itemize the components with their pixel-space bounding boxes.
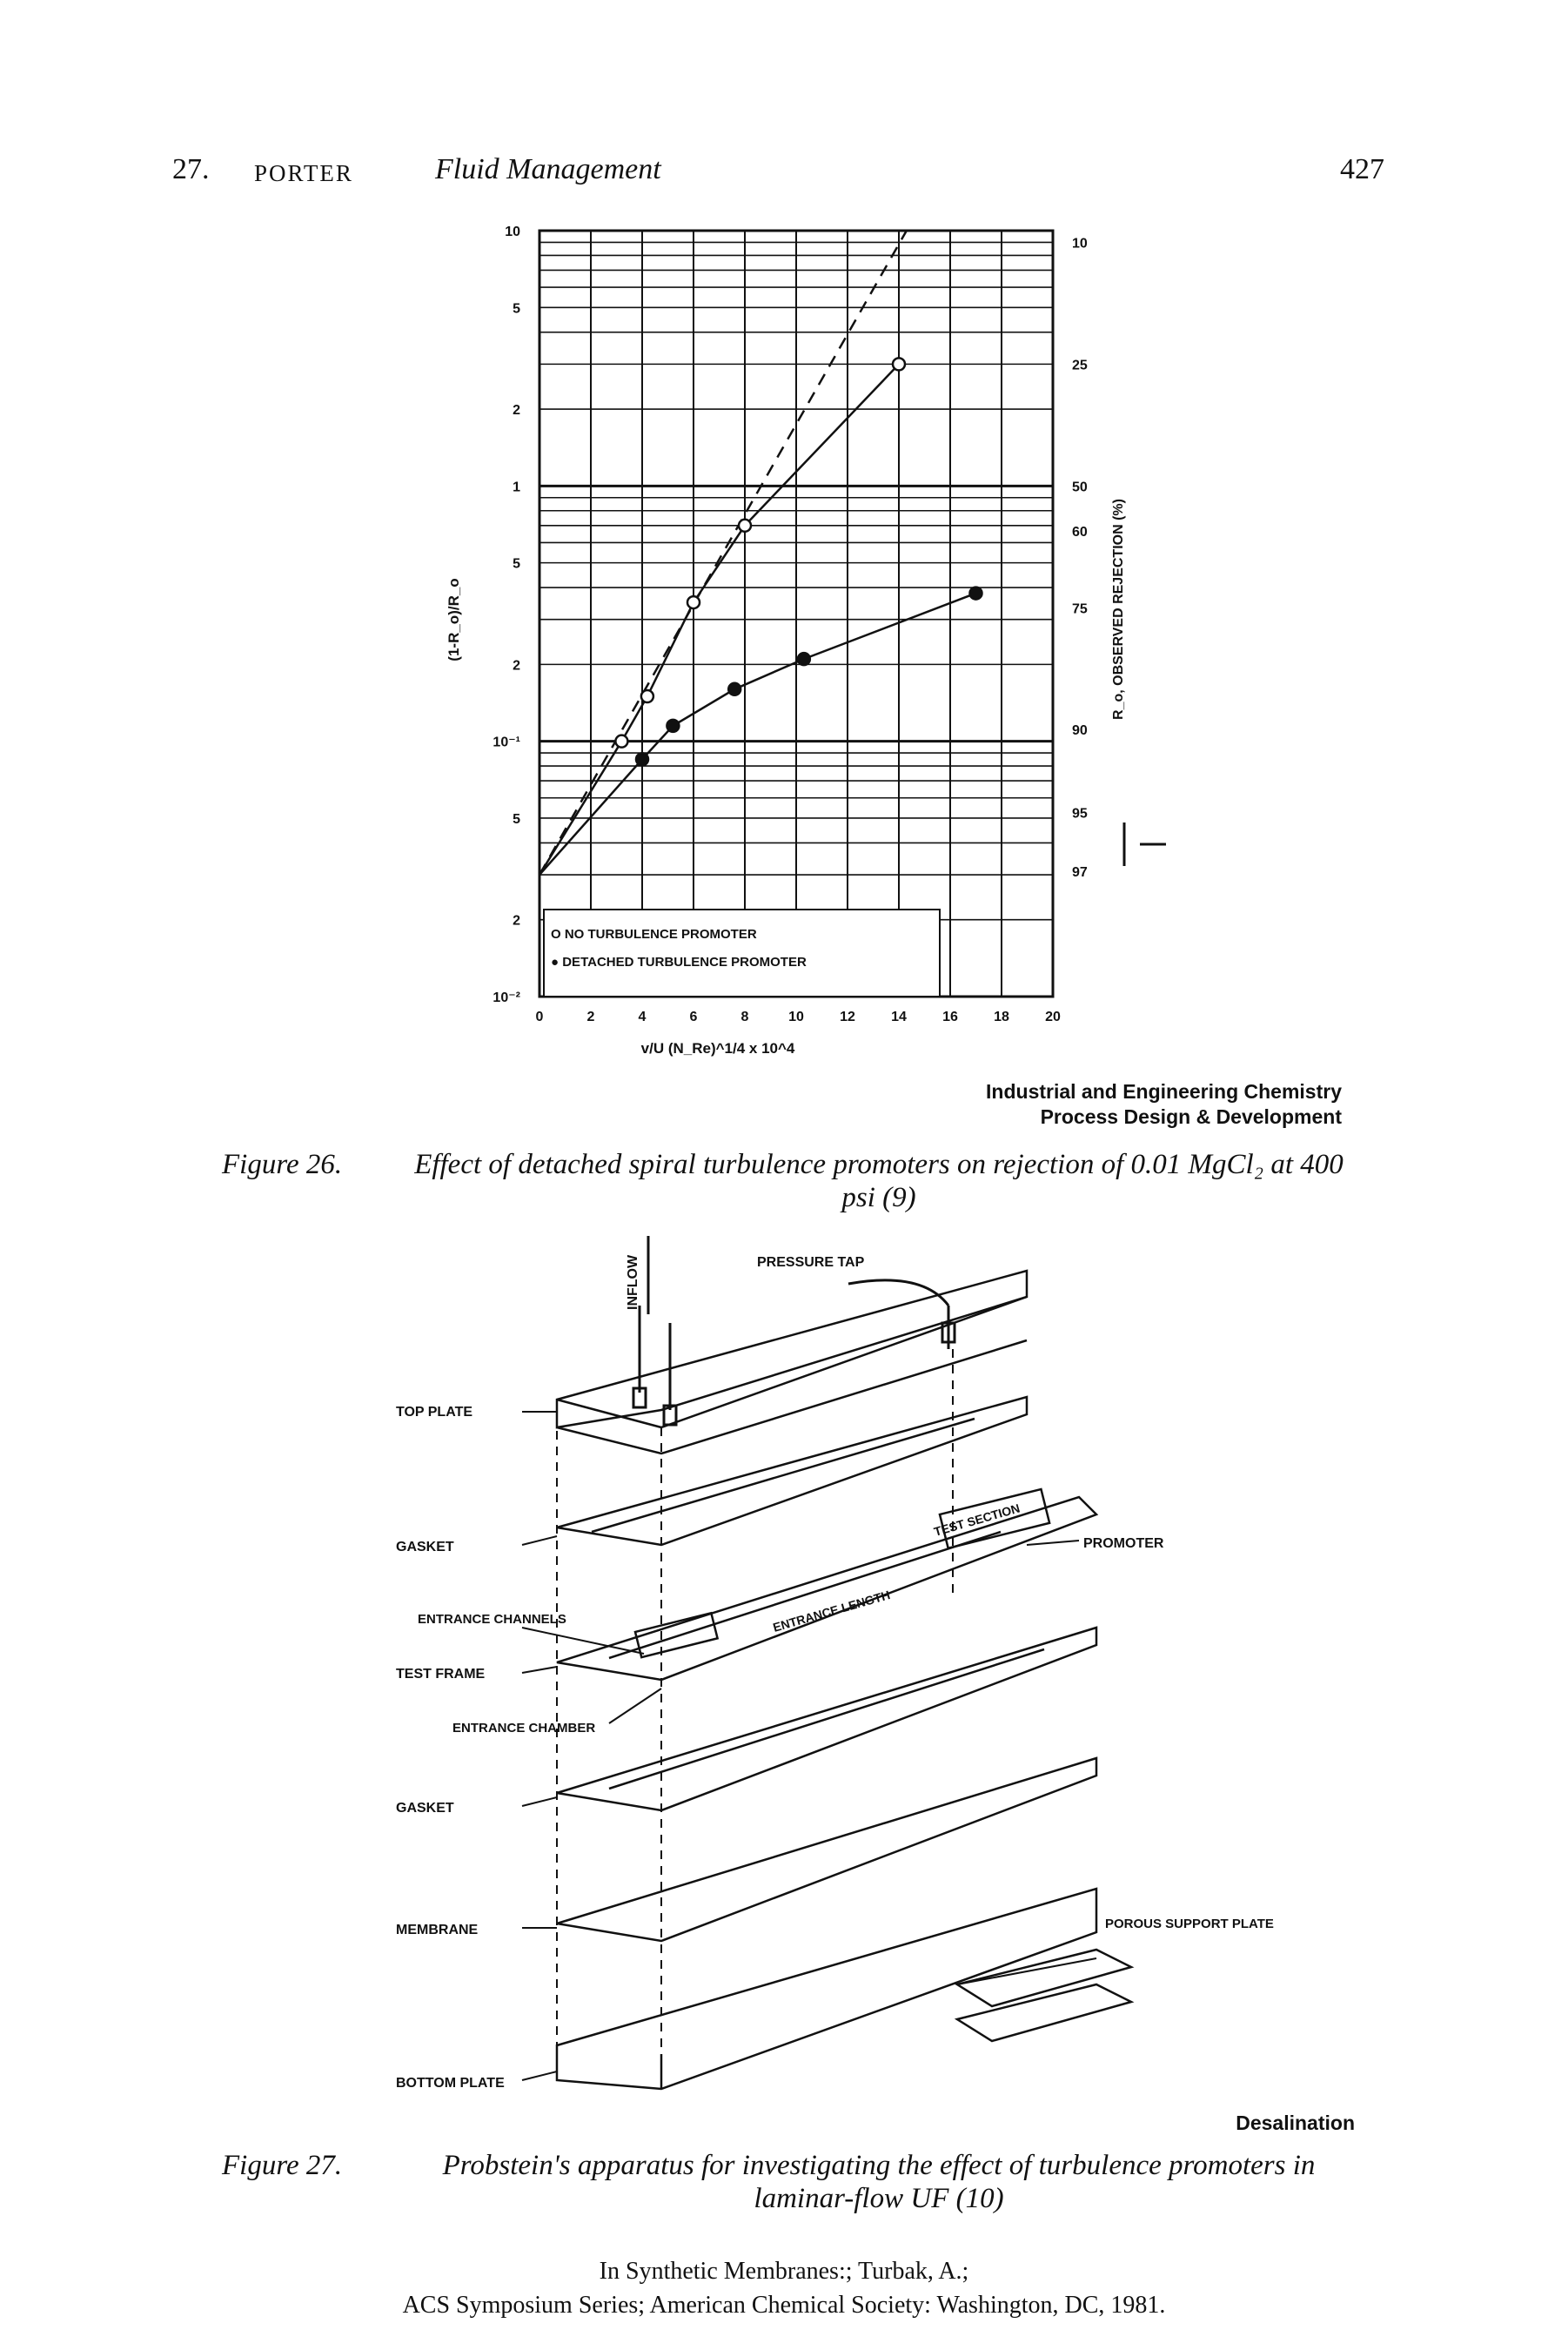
figure-27-label: Figure 27. [222,2150,343,2181]
credit-line-2: Process Design & Development [1040,1104,1342,1128]
x-tick-label: 2 [587,1010,595,1024]
y-tick-label: 5 [513,301,520,316]
y-tick-label: 5 [513,557,520,572]
chart-ticks: 0 2 4 6 8 10 12 14 16 18 20 10 5 2 1 5 2 10⁻¹ 5 2 10⁻² 10 25 50… [493,225,1087,1024]
right-tick-label: 95 [1072,806,1088,821]
data-point [737,518,753,534]
y-tick-label: 10⁻² [493,990,520,1005]
series-line [538,363,900,876]
data-point [666,718,680,734]
x-tick-label: 14 [891,1010,907,1024]
x-axis-label: v/U (N_Re)^1/4 x 10^4 [641,1040,795,1057]
x-tick-label: 0 [536,1010,544,1024]
figure-27-caption-text: Probstein's apparatus for investigating … [442,2150,1316,2214]
y-tick-label: 2 [513,914,520,929]
data-point [634,752,650,767]
label-entrance-length: ENTRANCE LENGTH [771,1588,891,1635]
data-point [891,357,907,372]
series-line [539,592,976,876]
x-tick-label: 10 [788,1010,804,1024]
label-top-plate: TOP PLATE [396,1405,472,1420]
label-test-frame: TEST FRAME [396,1667,486,1682]
data-point [796,651,812,667]
y-tick-label: 10 [505,225,520,239]
label-promoter: PROMOTER [1083,1536,1164,1551]
chapter-number: 27. [172,153,210,185]
label-entrance-channels: ENTRANCE CHANNELS [418,1612,566,1627]
footer: In Synthetic Membranes:; Turbak, A.; ACS… [0,2254,1568,2322]
label-membrane: MEMBRANE [396,1923,479,1937]
footer-line-1: In Synthetic Membranes:; Turbak, A.; [599,2258,969,2285]
footer-line-2: ACS Symposium Series; American Chemical … [402,2292,1166,2320]
label-pressure-tap: PRESSURE TAP [757,1255,865,1270]
running-head-title: Fluid Management [435,153,661,185]
data-point [968,586,983,601]
right-tick-label: 60 [1072,525,1088,540]
label-entrance-chamber: ENTRANCE CHAMBER [452,1721,595,1736]
x-tick-label: 6 [690,1010,698,1024]
figure-26-chart: 0 2 4 6 8 10 12 14 16 18 20 10 5 2 1 5 2 10⁻¹ 5 2 10⁻² 10 25 50… [446,225,1166,1057]
data-point [614,734,629,749]
figure-27-credit: Desalination [1236,2112,1355,2134]
label-porous-support-plate: POROUS SUPPORT PLATE [1105,1917,1274,1931]
x-tick-label: 4 [639,1010,647,1024]
data-point [727,682,742,697]
label-gasket-2: GASKET [396,1801,454,1816]
y-axis-label: (1-R_o)/R_o [446,578,462,661]
right-tick-label: 50 [1072,480,1088,494]
legend-entry-filled: ● DETACHED TURBULENCE PROMOTER [551,955,807,970]
right-tick-label: 97 [1072,865,1088,880]
label-bottom-plate: BOTTOM PLATE [396,2076,505,2091]
running-head-author: PORTER [254,160,353,186]
figure-27-caption: Figure 27. Probstein's apparatus for inv… [222,2150,1353,2219]
x-tick-label: 12 [840,1010,855,1024]
figure-26-credit: Industrial and Engineering Chemistry Pro… [986,1079,1342,1130]
figure-27-diagram: INFLOW PRESSURE TAP TOP PLATE GASKET ENT… [396,1236,1274,2091]
chart-series [538,230,983,876]
chart-grid [538,229,1055,998]
legend-box [543,909,941,997]
right-tick-label: 10 [1072,236,1088,251]
x-tick-label: 8 [741,1010,749,1024]
right-tick-label: 75 [1072,601,1088,616]
page-number: 427 [1340,153,1384,185]
x-tick-label: 20 [1045,1010,1061,1024]
y-tick-label: 5 [513,812,520,827]
reference-line [538,230,908,876]
figure-26-label: Figure 26. [222,1149,343,1180]
credit-line-1: Industrial and Engineering Chemistry [986,1080,1342,1103]
y-tick-label: 2 [513,403,520,418]
right-tick-label: 25 [1072,358,1088,373]
y-tick-label: 10⁻¹ [493,735,520,750]
data-point [640,688,655,704]
figure-26-caption-text: Effect of detached spiral turbulence pro… [414,1149,1344,1213]
x-tick-label: 16 [942,1010,958,1024]
right-tick-label: 90 [1072,723,1088,738]
label-gasket-1: GASKET [396,1540,454,1554]
legend-entry-open: O NO TURBULENCE PROMOTER [551,927,757,942]
data-point [686,594,701,610]
figure-26-caption: Figure 26. Effect of detached spiral tur… [222,1149,1353,1219]
x-tick-label: 18 [994,1010,1009,1024]
y-tick-label: 2 [513,658,520,673]
y-tick-label: 1 [513,480,520,494]
right-axis-label: R_o, OBSERVED REJECTION (%) [1111,499,1126,720]
label-inflow: INFLOW [626,1254,640,1310]
